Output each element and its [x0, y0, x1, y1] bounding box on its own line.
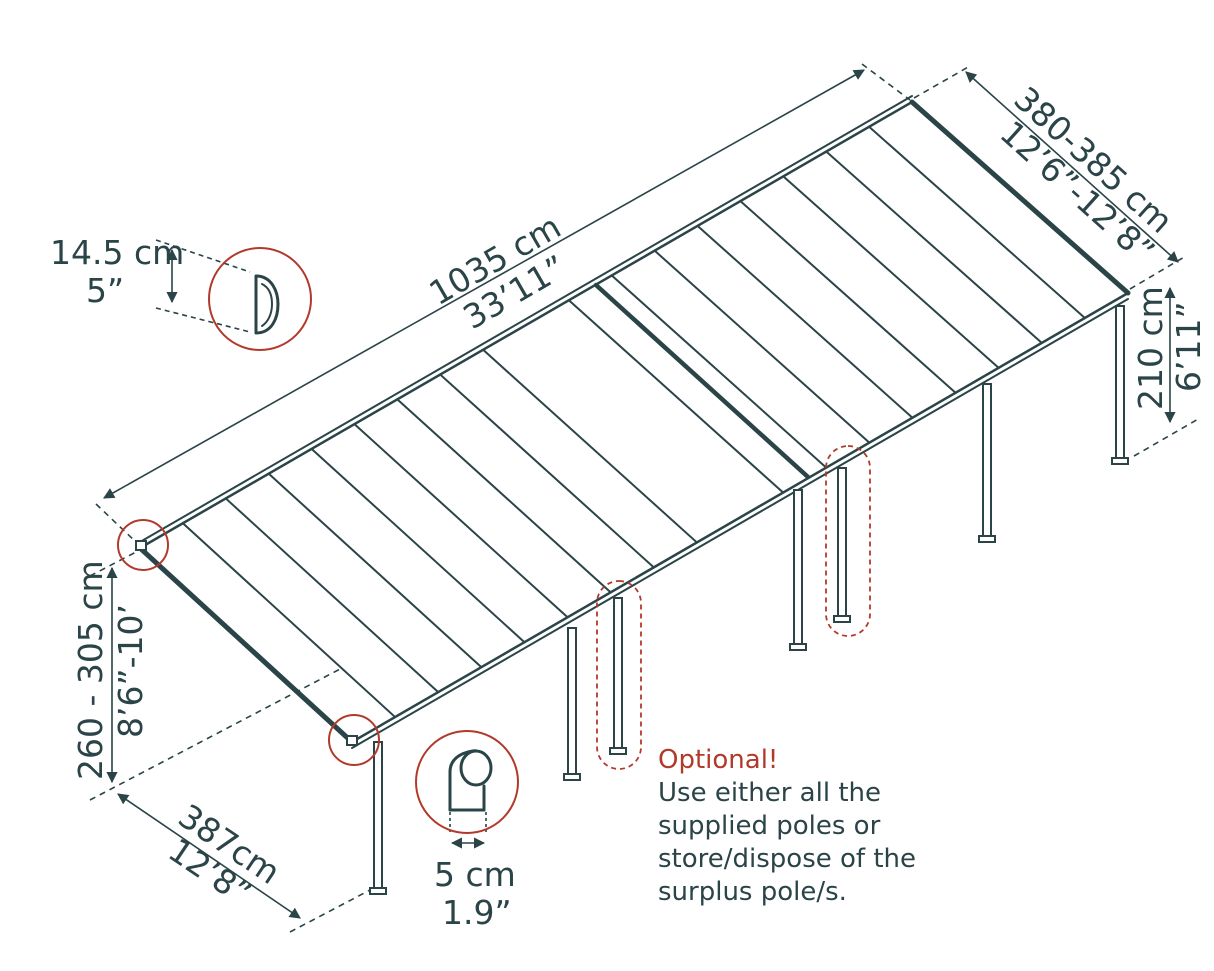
post-foot	[1111, 457, 1129, 465]
post-foot	[978, 535, 996, 543]
post-foot	[563, 773, 581, 781]
middle-rafter	[593, 282, 811, 480]
left-end-rafter	[137, 545, 355, 745]
post	[613, 597, 623, 749]
support-posts	[369, 305, 1129, 895]
roof-panels	[181, 125, 1086, 719]
roof-panel-line	[353, 423, 569, 619]
corner-bracket-left	[135, 540, 147, 551]
roof-panel-line	[396, 398, 612, 594]
post-foot	[833, 615, 851, 623]
gutter-profile-icon	[254, 274, 280, 335]
front-height-cm-label: 260 - 305 cm	[71, 560, 110, 780]
rear-height-cm-label: 210 cm	[1131, 286, 1170, 410]
roof-panel-line	[739, 200, 957, 394]
post-foot	[369, 887, 387, 895]
roof-panel-line	[310, 447, 526, 644]
dimension-lines	[89, 63, 1201, 933]
post	[793, 489, 803, 645]
optional-note-line-1: Use either all the	[658, 778, 881, 808]
post-detail-circle	[415, 730, 519, 834]
front-beam	[351, 298, 1129, 749]
roof-panel-line	[696, 224, 914, 419]
post-foot	[609, 747, 627, 755]
corner-callout-left	[117, 519, 169, 571]
optional-note-title: Optional!	[658, 745, 778, 775]
optional-note-line-4: surplus pole/s.	[658, 877, 847, 907]
length-dim-line	[103, 69, 865, 499]
roof-panel-line	[610, 274, 828, 469]
optional-note-line-3: store/dispose of the	[658, 844, 916, 874]
post-cm-label: 5 cm	[434, 855, 516, 894]
front-width-dim-line	[117, 793, 301, 919]
roof-panel-line	[482, 348, 698, 544]
roof-panel-line	[825, 150, 1043, 344]
post	[1115, 305, 1125, 459]
roof-panel-line	[567, 299, 785, 494]
gutter-detail-circle	[208, 247, 312, 351]
corner-bracket-front	[346, 735, 358, 746]
optional-pole-highlights	[596, 445, 871, 770]
post	[982, 383, 992, 537]
optional-pole-highlight-1	[596, 580, 642, 770]
optional-pole-highlight-2	[825, 445, 871, 637]
post	[567, 627, 577, 775]
gutter-in-label: 5”	[86, 271, 124, 310]
gutter-cm-label: 14.5 cm	[50, 233, 184, 272]
post-profile-icon	[448, 749, 493, 812]
post	[373, 741, 383, 889]
rear-height-ft-label: 6’11”	[1169, 301, 1208, 392]
detail-callouts	[117, 247, 519, 834]
post-in-label: 1.9”	[442, 893, 512, 932]
roof-panel-line	[439, 373, 655, 569]
post-foot	[789, 643, 807, 651]
roof-panel-line	[782, 175, 1000, 369]
roof-outline	[137, 100, 1131, 744]
roof	[137, 95, 1131, 749]
roof-panel-line	[653, 249, 871, 444]
roof-panel-line	[181, 522, 397, 719]
front-height-ft-label: 8’6”-10’	[111, 604, 150, 738]
roof-panel-line	[224, 497, 440, 694]
roof-panel-line	[267, 472, 483, 669]
post	[837, 467, 847, 617]
depth-dim-line	[965, 71, 1179, 263]
corner-callout-front	[328, 714, 380, 766]
optional-note-line-2: supplied poles or	[658, 811, 881, 841]
